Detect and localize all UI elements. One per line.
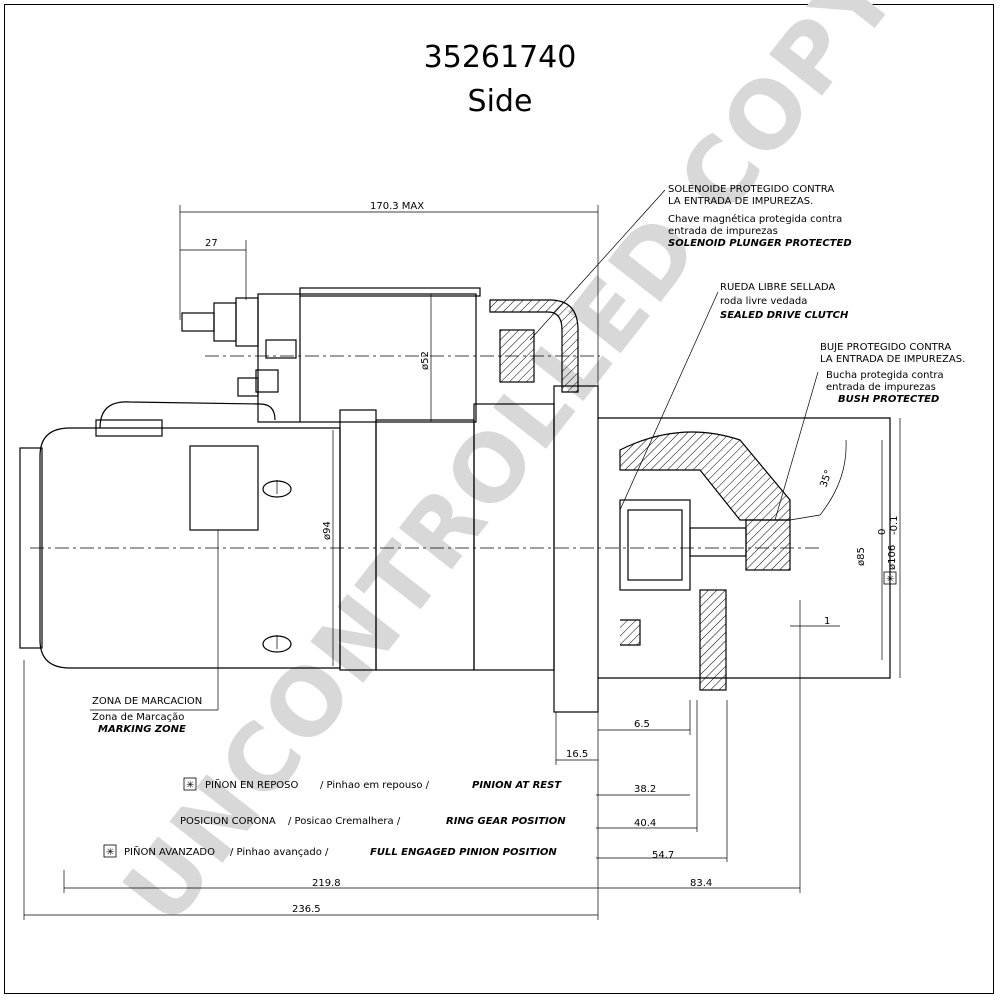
solenoid-body (257, 293, 477, 423)
bush-callout-pt2: entrada de impurezas (826, 382, 936, 393)
dim-angle: 35° (818, 469, 834, 489)
dim-gap: 1 (824, 616, 830, 627)
svg-text:✳: ✳ (886, 574, 894, 585)
marking-callout-en: MARKING ZONE (98, 724, 186, 735)
clutch-callout-en: SEALED DRIVE CLUTCH (720, 310, 849, 321)
svg-text:40.4: 40.4 (634, 818, 656, 829)
svg-text:FULL ENGAGED PINION POSITION: FULL ENGAGED PINION POSITION (370, 847, 557, 858)
dim-16-5: 16.5 (566, 749, 588, 760)
svg-text:/ Pinhao em repouso /: / Pinhao em repouso / (320, 780, 430, 791)
bush-callout-es2: LA ENTRADA DE IMPUREZAS. (820, 354, 965, 365)
leader-lines (90, 189, 819, 711)
watermark: UNCONTROLLED COPY (103, 0, 919, 944)
svg-text:POSICION CORONA: POSICION CORONA (180, 816, 276, 827)
dim-6-5: 6.5 (634, 719, 650, 730)
dim-pilot-dia: ø85 (856, 547, 867, 566)
svg-text:/ Posicao Cremalhera /: / Posicao Cremalhera / (288, 816, 401, 827)
dim-nose: 83.4 (690, 878, 712, 889)
solenoid-callout-en: SOLENOID PLUNGER PROTECTED (668, 238, 852, 249)
solenoid-callout-pt: Chave magnética protegida contra (668, 213, 842, 225)
svg-text:54.7: 54.7 (652, 850, 674, 861)
svg-text:38.2: 38.2 (634, 784, 656, 795)
marking-callout-es: ZONA DE MARCACION (92, 696, 202, 707)
dim-terminal: 27 (205, 238, 218, 249)
bush-callout-pt: Bucha protegida contra (826, 370, 944, 381)
part-number-title: 35261740 (423, 40, 577, 75)
svg-text:/ Pinhao avançado /: / Pinhao avançado / (230, 847, 329, 858)
marking-zone-box (189, 445, 259, 531)
bush-callout-es: BUJE PROTEGIDO CONTRA (820, 342, 951, 353)
pinion-rest-row: ✳ PIÑON EN REPOSO / Pinhao em repouso / … (183, 777, 656, 795)
motor-body (39, 427, 341, 669)
dim-flange-tol-upper: 0 (877, 529, 888, 535)
full-engaged-row: ✳ PIÑON AVANZADO / Pinhao avançado / FUL… (103, 844, 674, 861)
dim-flange-dia: ø106 (887, 545, 898, 570)
dim-motor-dia: ø94 (322, 521, 333, 540)
dim-solenoid-dia: ø52 (420, 351, 431, 370)
view-title: Side (467, 84, 533, 119)
solenoid-callout-es2: LA ENTRADA DE IMPUREZAS. (668, 196, 813, 207)
ring-gear-row: POSICION CORONA / Posicao Cremalhera / R… (180, 816, 656, 829)
solenoid-callout-es: SOLENOIDE PROTEGIDO CONTRA (668, 184, 834, 195)
dim-max-length: 170.3 MAX (370, 201, 424, 212)
terminal-stud (181, 312, 215, 332)
svg-text:✳: ✳ (106, 847, 114, 858)
svg-text:PIÑON AVANZADO: PIÑON AVANZADO (124, 845, 215, 858)
marking-callout-pt: Zona de Marcação (92, 712, 184, 723)
svg-text:RING GEAR POSITION: RING GEAR POSITION (446, 816, 566, 827)
dim-flange-tol-lower: -0.1 (889, 515, 900, 535)
center-lines (30, 355, 820, 653)
clutch-callout-pt: roda livre vedada (720, 296, 807, 307)
dim-overall: 236.5 (292, 904, 321, 915)
bush-callout-en: BUSH PROTECTED (838, 394, 939, 405)
svg-text:PINION AT REST: PINION AT REST (472, 780, 562, 791)
dimension-lines (23, 205, 901, 920)
svg-text:PIÑON EN REPOSO: PIÑON EN REPOSO (205, 778, 298, 791)
clutch-callout-es: RUEDA LIBRE SELLADA (720, 282, 835, 293)
svg-text:✳: ✳ (186, 780, 194, 791)
solenoid-callout-pt2: entrada de impurezas (668, 226, 778, 237)
drawing-frame (4, 4, 994, 994)
dim-total-body: 219.8 (312, 878, 341, 889)
